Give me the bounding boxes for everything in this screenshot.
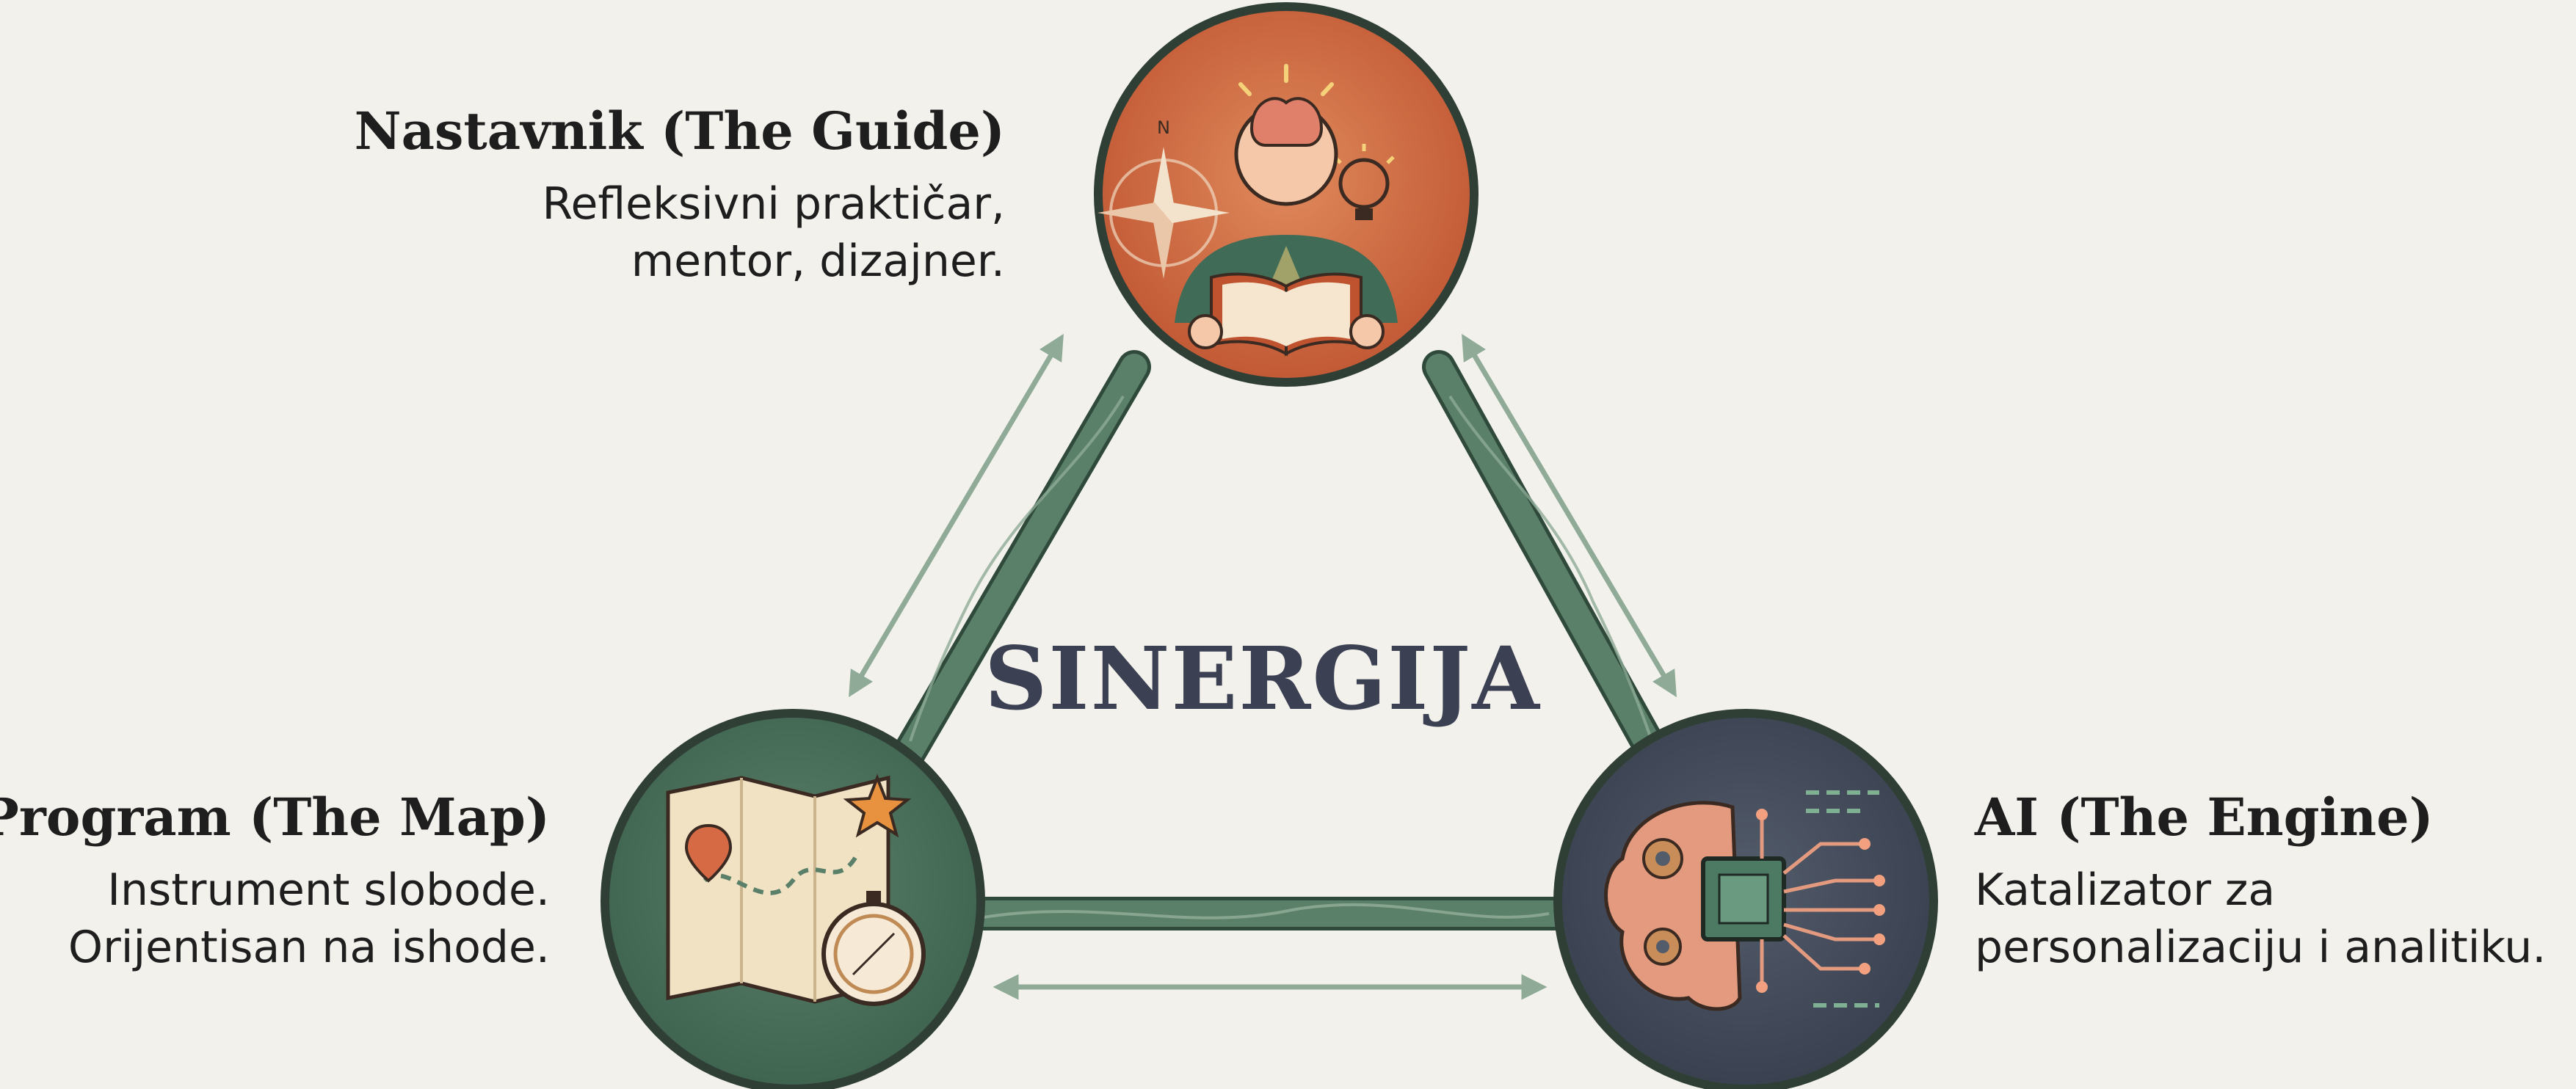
map-description-line: Orijentisan na ishode.: [68, 922, 550, 973]
teacher-figure-icon: [1175, 64, 1398, 357]
map-node: [601, 709, 985, 1089]
arrow-guide-engine: [1462, 333, 1677, 698]
engine-node: [1553, 709, 1938, 1089]
location-pin-icon: [684, 823, 733, 883]
guide-title: Nastavnik (The Guide): [354, 101, 1005, 161]
gear-icon: [1642, 838, 1683, 879]
ai-brain-icon: [1604, 801, 1742, 1011]
map-label: Program (The Map) Instrument slobode. Or…: [0, 789, 550, 976]
engine-title: AI (The Engine): [1975, 787, 2434, 848]
svg-text:N: N: [1157, 117, 1170, 138]
relationship-arrows: [849, 333, 1677, 1000]
compass-icon: [821, 891, 926, 1006]
engine-description: Katalizator za personalizaciju i analiti…: [1975, 862, 2546, 976]
star-icon: [843, 773, 912, 838]
map-description-line: Instrument slobode.: [107, 864, 550, 916]
map-title: Program (The Map): [0, 787, 550, 848]
map-description: Instrument slobode. Orijentisan na ishod…: [0, 862, 550, 976]
open-book-icon: [1188, 272, 1385, 357]
guide-label: Nastavnik (The Guide) Refleksivni prakti…: [355, 103, 1005, 290]
guide-description-line: mentor, dizajner.: [631, 236, 1005, 287]
engine-label: AI (The Engine) Katalizator za personali…: [1975, 789, 2546, 976]
guide-description: Refleksivni praktičar, mentor, dizajner.: [355, 175, 1005, 290]
brain-icon: [1249, 97, 1324, 147]
center-title: SINERGIJA: [984, 627, 1541, 729]
connector-map-engine: [959, 897, 1573, 930]
gear-icon: [1644, 928, 1682, 966]
guide-node: N: [1094, 2, 1479, 387]
compass-rose-icon: N: [1097, 117, 1230, 279]
arrow-guide-map: [849, 333, 1064, 698]
engine-description-line: Katalizator za: [1975, 864, 2276, 916]
engine-description-line: personalizaciju i analitiku.: [1975, 922, 2547, 973]
microchip-icon: [1701, 790, 1885, 1008]
guide-description-line: Refleksivni praktičar,: [542, 178, 1005, 230]
